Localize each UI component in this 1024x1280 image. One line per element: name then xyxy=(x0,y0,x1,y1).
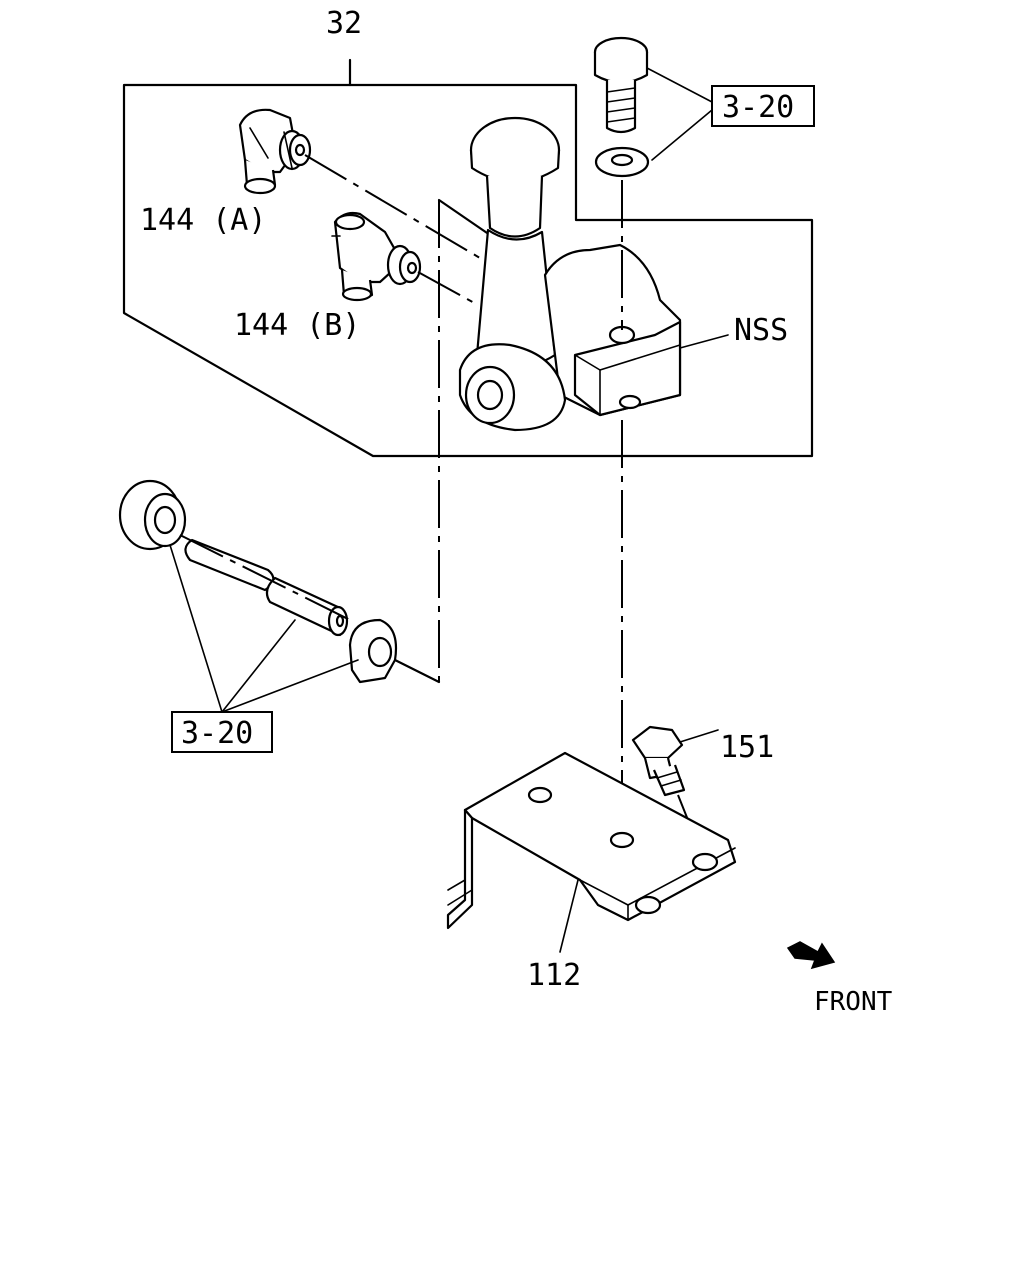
bolt-151-part xyxy=(631,725,686,797)
ref-box-top-text: 3-20 xyxy=(722,90,794,125)
label-assembly-32: 32 xyxy=(326,6,362,41)
grommet-part xyxy=(118,479,187,551)
valve-leader xyxy=(679,334,729,349)
bolt-151-leader xyxy=(679,729,719,743)
bushing-part xyxy=(348,618,398,684)
top-washer-part xyxy=(594,146,650,178)
bracket-part xyxy=(446,751,737,930)
top-bolt-part xyxy=(593,36,649,134)
ref-box-top[interactable]: 3-20 xyxy=(711,85,815,127)
label-connector-144b: 144 (B) xyxy=(234,308,360,343)
connector-a-leader xyxy=(304,154,481,259)
label-connector-144a: 144 (A) xyxy=(140,203,266,238)
pipe-axis xyxy=(179,534,351,621)
ref-box-left-text: 3-20 xyxy=(181,716,253,751)
connector-b-part xyxy=(331,211,422,302)
front-arrow-icon xyxy=(786,941,836,970)
label-bolt-151: 151 xyxy=(720,730,774,765)
ref-top-leader xyxy=(646,67,713,161)
ref-box-left[interactable]: 3-20 xyxy=(171,711,273,753)
connector-b-leader xyxy=(417,271,479,306)
bracket-leader xyxy=(559,879,579,953)
valve-part xyxy=(458,116,682,432)
collar-pipe-part xyxy=(184,538,349,637)
label-valve-nss: NSS xyxy=(734,313,788,348)
ref-left-leader xyxy=(169,544,359,713)
label-bracket-112: 112 xyxy=(527,958,581,993)
label-front: FRONT xyxy=(814,987,893,1017)
inner-route-line xyxy=(393,198,492,684)
connector-a-part xyxy=(238,108,312,195)
assembly-outline xyxy=(122,58,814,458)
